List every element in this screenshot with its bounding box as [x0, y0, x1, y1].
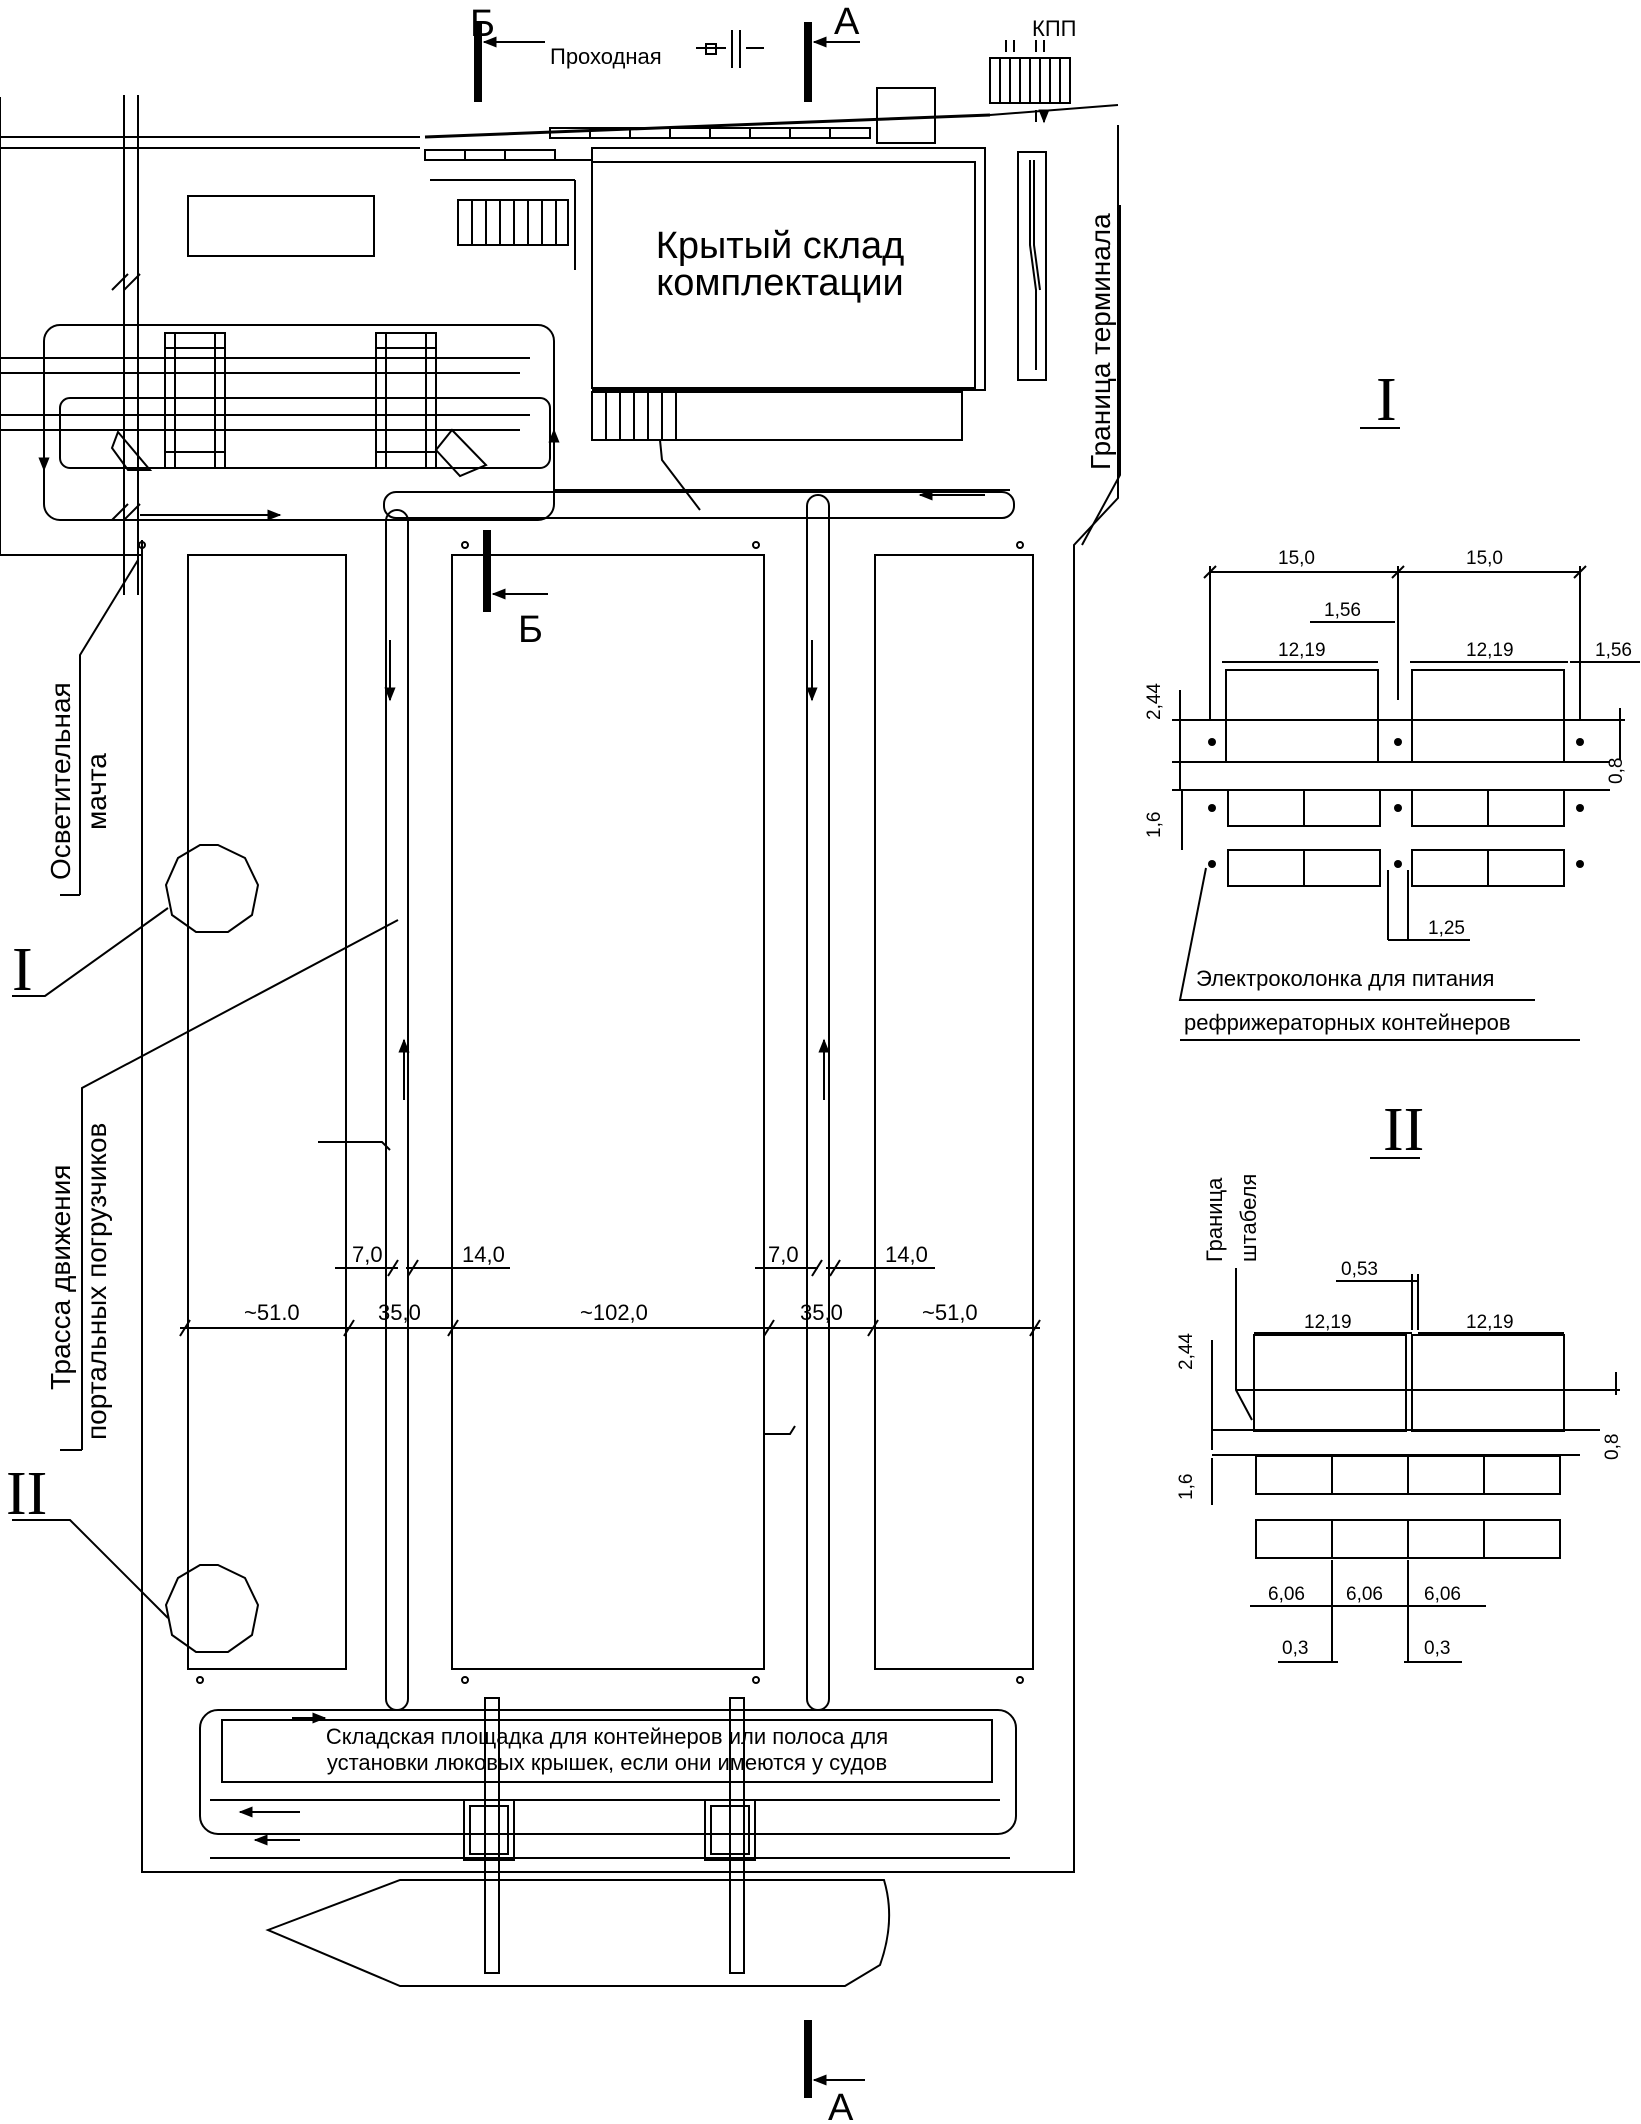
detail-2-octagon [164, 1564, 260, 1653]
top-rail-blocks [424, 87, 936, 161]
section-a-label-top: А [834, 1, 860, 43]
dim-lane-right: 14,0 [462, 1242, 505, 1267]
dim-block-mid: ~102,0 [580, 1300, 648, 1325]
dim-lane-left: 7,0 [352, 1242, 383, 1267]
dim-short-2: 6,06 [1346, 1584, 1383, 1605]
gate-symbol: Проходная [550, 30, 764, 69]
caption-line-2: рефрижераторных контейнеров [1184, 1010, 1511, 1035]
dim-clearance-b: 0,8 [1602, 1434, 1623, 1460]
railway-track [111, 95, 141, 595]
section-markers: Б А Б А [470, 1, 865, 2124]
main-plan: Крытый склад комплектации КПП Проходная … [0, 1, 1121, 2124]
detail-2: II Граница штабеля 0,53 12,19 12,19 2,44… [1176, 1096, 1623, 1663]
lighting-mast-label-1: Осветительная [45, 682, 76, 880]
dim-row-gap: 1,6 [1144, 812, 1165, 838]
stack-boundary-1: Граница [1202, 1177, 1227, 1262]
dim-block-left: ~51.0 [244, 1300, 300, 1325]
section-a-label-bottom: А [828, 2087, 854, 2124]
detail-1-title: I [1376, 366, 1397, 434]
upper-crane-loop [0, 324, 560, 521]
loading-ramp [457, 199, 569, 246]
power-column-icons [1208, 738, 1584, 868]
dim-road-2: 35,0 [800, 1300, 843, 1325]
terminal-boundary-label: Граница терминала [1085, 213, 1116, 470]
dim-gap-1: 0,3 [1282, 1638, 1308, 1659]
warehouse-label-2: комплектации [656, 262, 904, 304]
detail-2-marker-label: II [6, 1460, 47, 1528]
quay-area: Складская площадка для контейнеров или п… [199, 1697, 1017, 1974]
checkpoint: КПП [989, 16, 1076, 122]
detail-markers: I II [6, 844, 260, 1653]
dim-gap-top: 1,56 [1324, 600, 1361, 621]
detail-1-marker-label: I [12, 936, 33, 1004]
dim-gap: 0,53 [1341, 1259, 1378, 1280]
carrier-route-leader [81, 919, 399, 1450]
section-b-label-top: Б [470, 3, 495, 45]
dim-len-2-b: 12,19 [1466, 1312, 1514, 1333]
dim-block-right: ~51,0 [922, 1300, 978, 1325]
mast-leader [79, 559, 139, 895]
ship-hull [265, 1879, 891, 1987]
storage-block-left [187, 554, 347, 1670]
terminal-boundary-leader [1081, 205, 1121, 546]
dim-short-1: 6,06 [1268, 1584, 1305, 1605]
dim-row-gap-b: 1,6 [1176, 1474, 1197, 1500]
terminal-outline [0, 97, 1119, 1873]
dim-width: 2,44 [1144, 683, 1165, 720]
dim-clearance: 0,8 [1606, 758, 1627, 784]
dim-len-2: 12,19 [1466, 640, 1514, 661]
dim-lane-right-2: 14,0 [885, 1242, 928, 1267]
dim-road-1: 35,0 [378, 1300, 421, 1325]
lighting-mast-label-2: мачта [81, 753, 112, 830]
detail-1-octagon [164, 844, 260, 933]
quay-text-2: установки люковых крышек, если они имеют… [327, 1750, 887, 1775]
detail-1: I 15,0 15,0 1,56 12,19 12,19 1,56 2,44 1… [1144, 366, 1640, 1041]
carrier-route-label-2: портальных погрузчиков [81, 1123, 112, 1440]
dim-width-b: 2,44 [1176, 1333, 1197, 1370]
dim-total-1: 15,0 [1278, 548, 1315, 569]
main-dimensions: 7,0 14,0 7,0 14,0 ~51.0 35,0 ~102,0 35,0… [179, 1141, 1041, 1435]
quay-text-1: Складская площадка для контейнеров или п… [326, 1724, 888, 1749]
dim-short-3: 6,06 [1424, 1584, 1461, 1605]
dim-lane-left-2: 7,0 [768, 1242, 799, 1267]
dim-len-1: 12,19 [1278, 640, 1326, 661]
dim-total-2: 15,0 [1466, 548, 1503, 569]
carrier-route-label-1: Трасса движения [45, 1165, 76, 1390]
office-building [187, 195, 375, 257]
storage-block-right [874, 554, 1034, 1670]
detail-2-title: II [1383, 1096, 1424, 1164]
storage-blocks [138, 541, 1034, 1684]
section-b-label-mid: Б [518, 609, 543, 651]
dim-gap-right: 1,56 [1595, 640, 1632, 661]
covered-warehouse: Крытый склад комплектации [425, 147, 986, 441]
traffic-lanes [140, 439, 1015, 1711]
rail-spur [1017, 151, 1047, 381]
dim-len-1-b: 12,19 [1304, 1312, 1352, 1333]
stack-boundary-2: штабеля [1236, 1174, 1261, 1262]
dim-column: 1,25 [1428, 918, 1465, 939]
dim-gap-2: 0,3 [1424, 1638, 1450, 1659]
checkpoint-label: КПП [1032, 16, 1076, 41]
caption-line-1: Электроколонка для питания [1196, 966, 1494, 991]
storage-block-mid [451, 554, 765, 1670]
warehouse-label-1: Крытый склад [656, 225, 905, 267]
gate-label: Проходная [550, 44, 662, 69]
